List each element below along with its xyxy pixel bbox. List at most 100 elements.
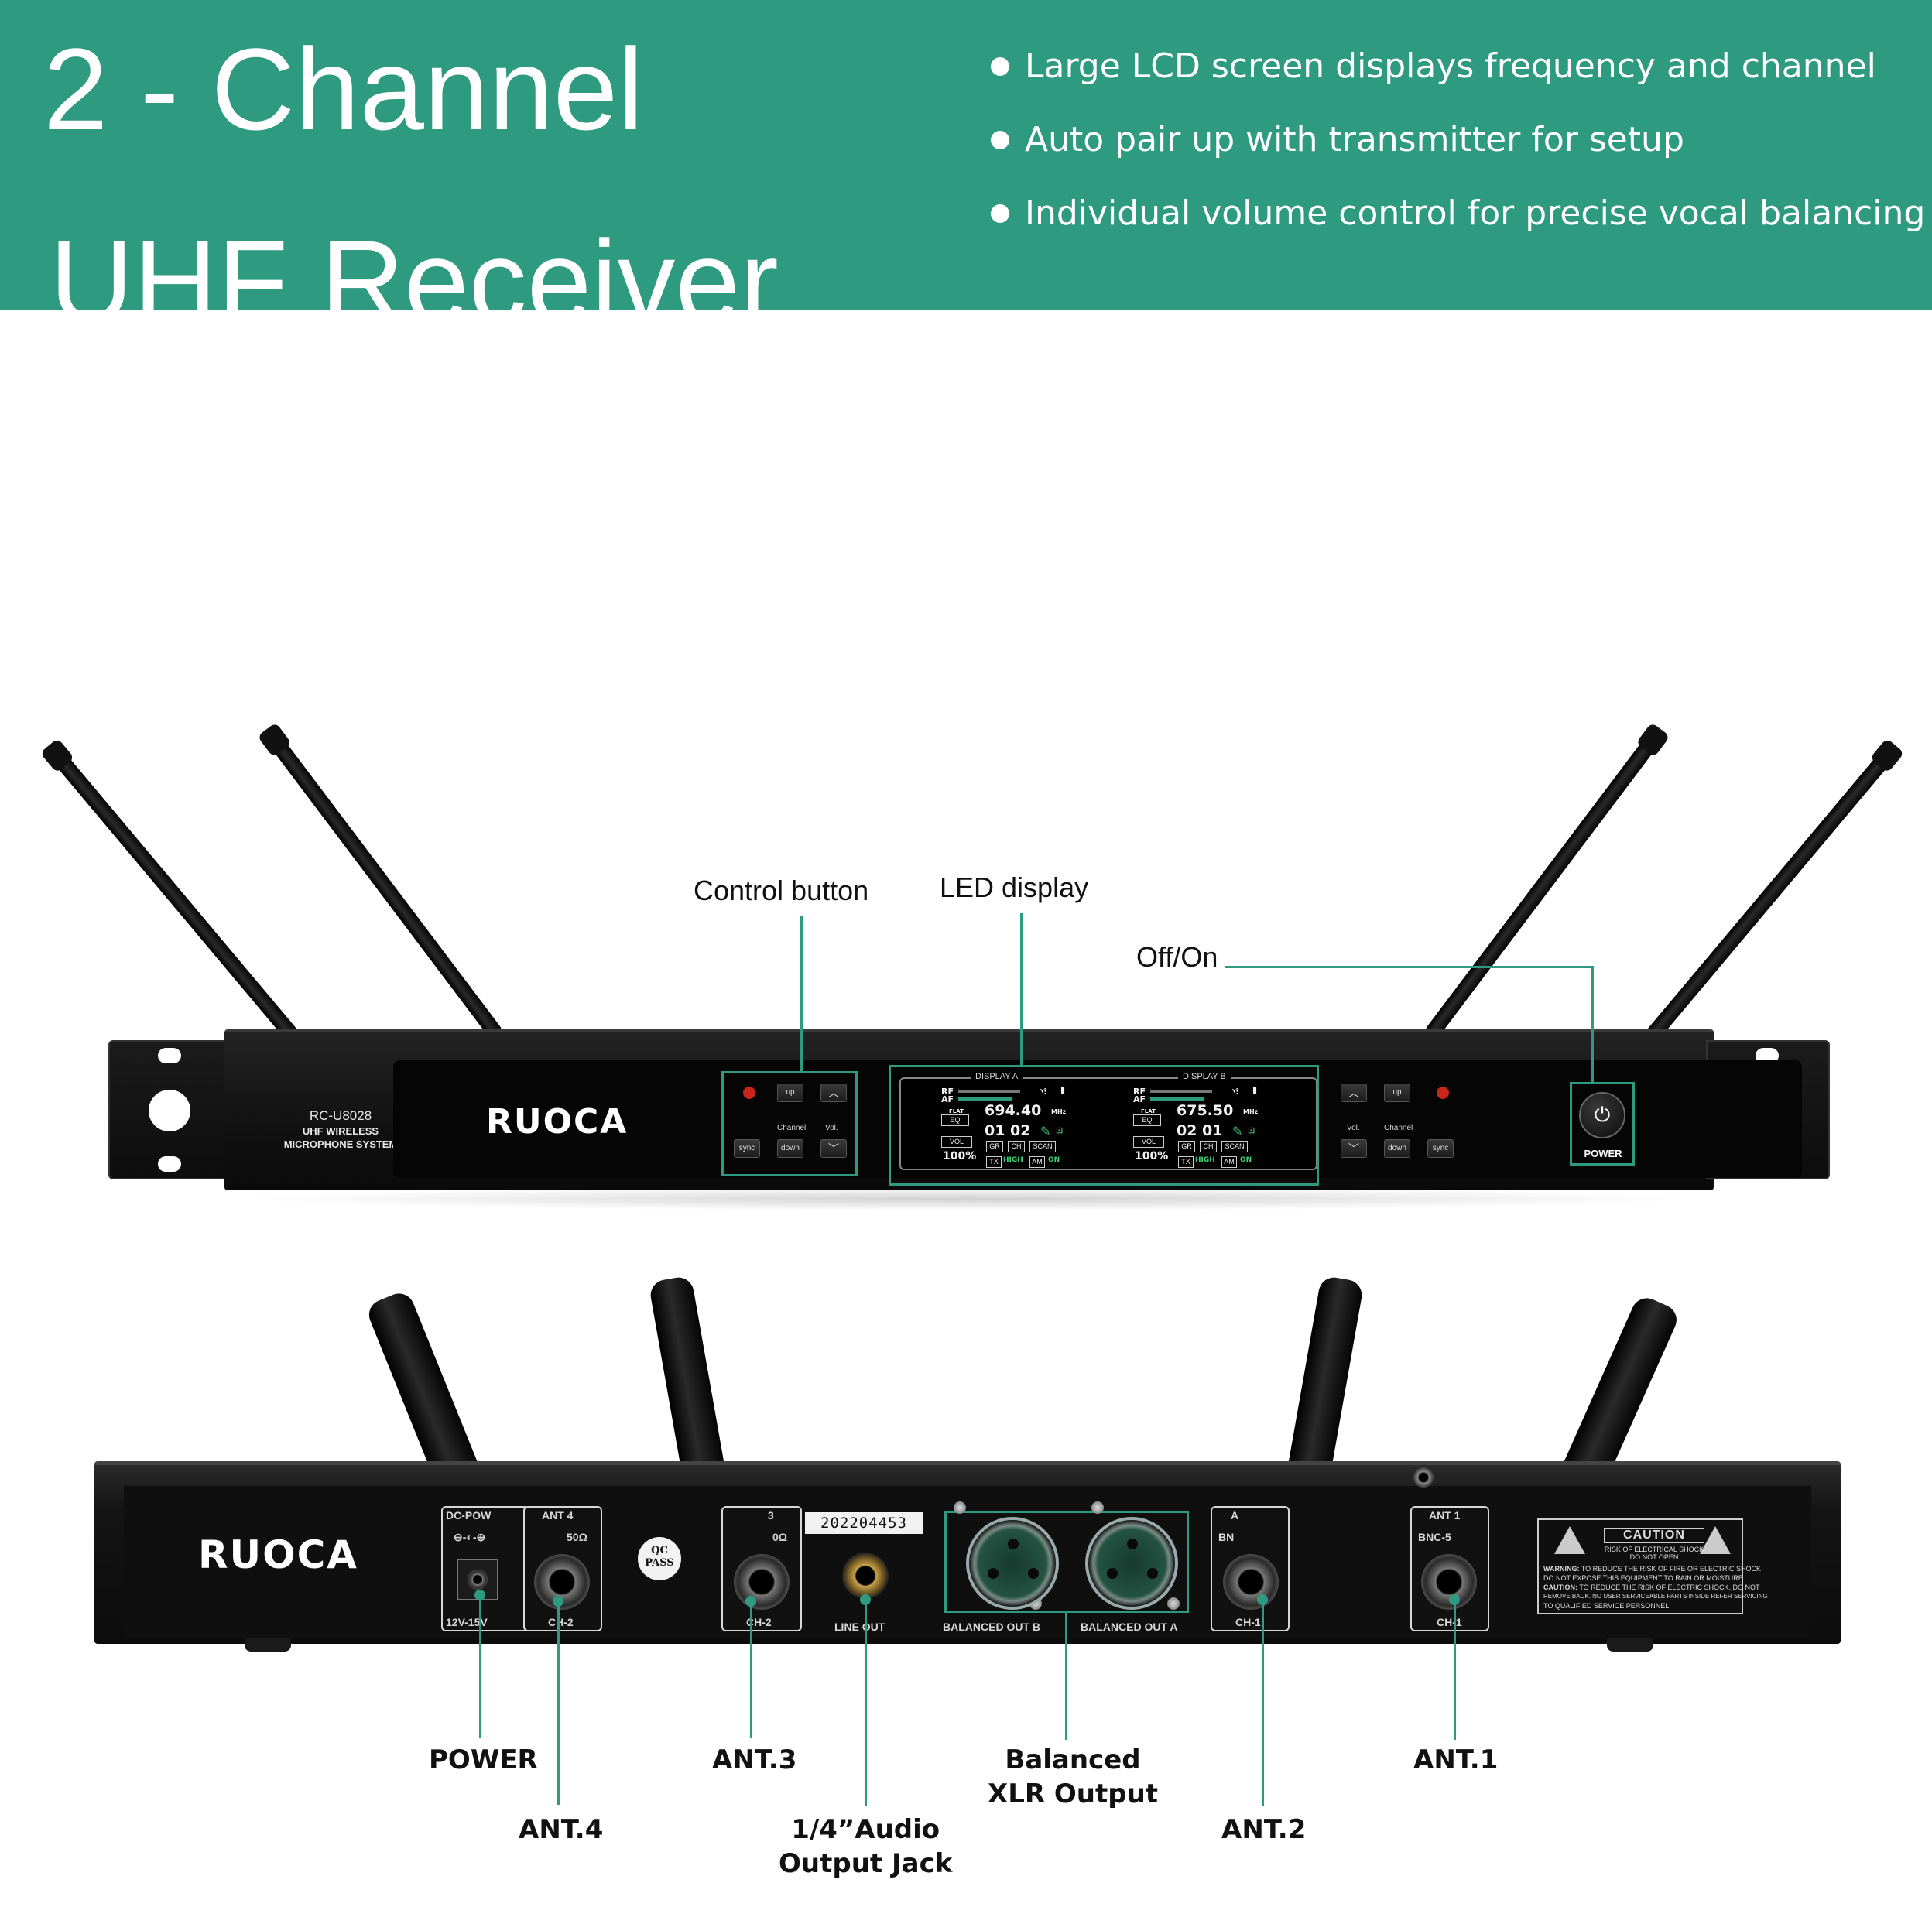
sync-button[interactable]: sync	[734, 1139, 760, 1158]
voltage-label: 12V-15V	[446, 1616, 488, 1628]
mic-icon: ✎	[1040, 1124, 1051, 1138]
vol-down-button[interactable]: ﹀	[1341, 1139, 1367, 1158]
callout-off-on: Off/On	[1136, 941, 1218, 973]
power-icon: ⏻	[1594, 1103, 1611, 1126]
dc-jack[interactable]	[457, 1559, 498, 1600]
feature-text: Large LCD screen displays frequency and …	[1025, 46, 1876, 86]
down-button[interactable]: down	[777, 1139, 803, 1158]
caution-title: CAUTION	[1604, 1528, 1704, 1543]
sync-button[interactable]: sync	[1427, 1139, 1454, 1158]
caution-subtitle-2: DO NOT OPEN	[1629, 1553, 1679, 1561]
ant1-plate-label: ANT 1	[1429, 1509, 1461, 1522]
ant3-bnc-connector[interactable]	[734, 1554, 790, 1610]
ground-screw	[1413, 1467, 1434, 1488]
vol-indicator: VOL	[1133, 1136, 1164, 1148]
bullet-icon	[991, 130, 1009, 149]
ant4-ch-label: CH-2	[548, 1616, 574, 1628]
antenna-front-1	[39, 738, 313, 1058]
ant2-bnc-connector[interactable]	[1223, 1554, 1279, 1610]
callout-ant1: ANT.1	[1413, 1744, 1499, 1775]
caution-line: REMOVE BACK. NO USER SERVICEABLE PARTS I…	[1543, 1593, 1768, 1600]
callout-line	[1225, 966, 1593, 968]
chevron-up-icon: ︿	[828, 1087, 839, 1099]
xlr-output-a[interactable]	[1085, 1517, 1178, 1610]
up-button[interactable]: up	[1384, 1084, 1410, 1102]
vol-readout: 100%	[1135, 1150, 1169, 1162]
ant2-ch-label: CH-1	[1235, 1616, 1261, 1628]
callout-audio-jack-line2: Output Jack	[779, 1848, 953, 1880]
mic-icon: ✎	[1232, 1124, 1243, 1138]
group-channel-readout: 02 01	[1177, 1122, 1223, 1139]
scan-indicator: SCAN	[1029, 1141, 1056, 1152]
vol-indicator: VOL	[941, 1136, 972, 1148]
model-description: MICROPHONE SYSTEM	[283, 1138, 398, 1150]
am-indicator: AM	[1029, 1156, 1045, 1168]
lock-icon: ⊡	[1056, 1125, 1064, 1135]
callout-audio-jack-line1: 1/4”Audio	[791, 1814, 940, 1845]
xlr-output-b[interactable]	[966, 1517, 1059, 1610]
led-display-highlight	[889, 1065, 1319, 1186]
status-led	[743, 1087, 755, 1099]
balanced-out-b-label: BALANCED OUT B	[943, 1621, 1040, 1633]
frequency-unit: MHz	[1243, 1108, 1259, 1115]
down-button[interactable]: down	[1384, 1139, 1410, 1158]
power-highlight: ⏻ POWER	[1570, 1082, 1635, 1166]
caution-line: TO QUALIFIED SERVICE PERSONNEL.	[1543, 1602, 1671, 1610]
callout-ant4: ANT.4	[519, 1814, 604, 1845]
status-led	[1437, 1087, 1449, 1099]
rf-meter	[1150, 1090, 1212, 1093]
ant3-ohm: 0Ω	[772, 1531, 788, 1543]
gr-indicator: GR	[1178, 1141, 1195, 1152]
antenna-front-4	[1632, 738, 1905, 1058]
callout-line	[1262, 1599, 1264, 1806]
callout-line	[750, 1600, 752, 1738]
screw	[1167, 1597, 1180, 1610]
af-meter	[958, 1097, 1012, 1101]
line-out-jack[interactable]	[842, 1553, 889, 1599]
vol-label: Vol.	[1347, 1124, 1360, 1132]
power-button[interactable]: ⏻	[1579, 1092, 1625, 1138]
ant2-plate-label: A	[1231, 1509, 1239, 1522]
scan-indicator: SCAN	[1221, 1141, 1248, 1152]
am-state: ON	[1048, 1156, 1060, 1164]
title-line-1: 2 - Channel	[43, 24, 644, 154]
af-label: AF	[1133, 1094, 1146, 1104]
caution-subtitle-1: RISK OF ELECTRICAL SHOCK	[1604, 1546, 1704, 1553]
display-title: DISPLAY B	[1178, 1072, 1231, 1081]
bullet-icon	[991, 204, 1009, 223]
ant3-ch-label: CH-2	[746, 1616, 772, 1628]
brand-logo-rear: RUOCA	[198, 1532, 358, 1577]
rack-ear-left	[108, 1040, 232, 1179]
callout-led-display: LED display	[940, 871, 1089, 903]
feature-text: Individual volume control for precise vo…	[1025, 193, 1926, 233]
qc-pass-text: PASS	[645, 1556, 674, 1569]
warning-line: DO NOT EXPOSE THIS EQUIPMENT TO RAIN OR …	[1543, 1574, 1745, 1582]
eq-indicator: EQ	[1133, 1114, 1161, 1126]
tx-indicator: TX	[986, 1156, 1002, 1168]
rubber-foot	[245, 1635, 291, 1652]
warning-triangle-icon	[1700, 1526, 1731, 1554]
rubber-foot	[1607, 1635, 1653, 1652]
callout-line	[479, 1594, 481, 1738]
screw	[1091, 1501, 1104, 1514]
up-button[interactable]: up	[777, 1084, 803, 1102]
ant2-bnc-label: BN	[1218, 1531, 1235, 1543]
frequency-readout: 694.40	[985, 1102, 1042, 1119]
model-code: RC-U8028	[309, 1108, 372, 1123]
eq-indicator: EQ	[941, 1114, 969, 1126]
tx-level: HIGH	[1003, 1156, 1023, 1164]
battery-icon: ▮	[1060, 1085, 1066, 1095]
vol-up-button[interactable]: ︿	[820, 1084, 847, 1102]
lcd-display-b: DISPLAY B RF AF ᵞ⫶ ▮ FLAT EQ 675.50 MHz …	[1093, 1072, 1317, 1170]
gr-indicator: GR	[986, 1141, 1003, 1152]
feature-item: Auto pair up with transmitter for setup	[991, 120, 1684, 159]
callout-xlr-line1: Balanced	[1005, 1744, 1141, 1775]
vol-down-button[interactable]: ﹀	[820, 1139, 847, 1158]
vol-up-button[interactable]: ︿	[1341, 1084, 1367, 1102]
warning-triangle-icon	[1554, 1526, 1585, 1554]
